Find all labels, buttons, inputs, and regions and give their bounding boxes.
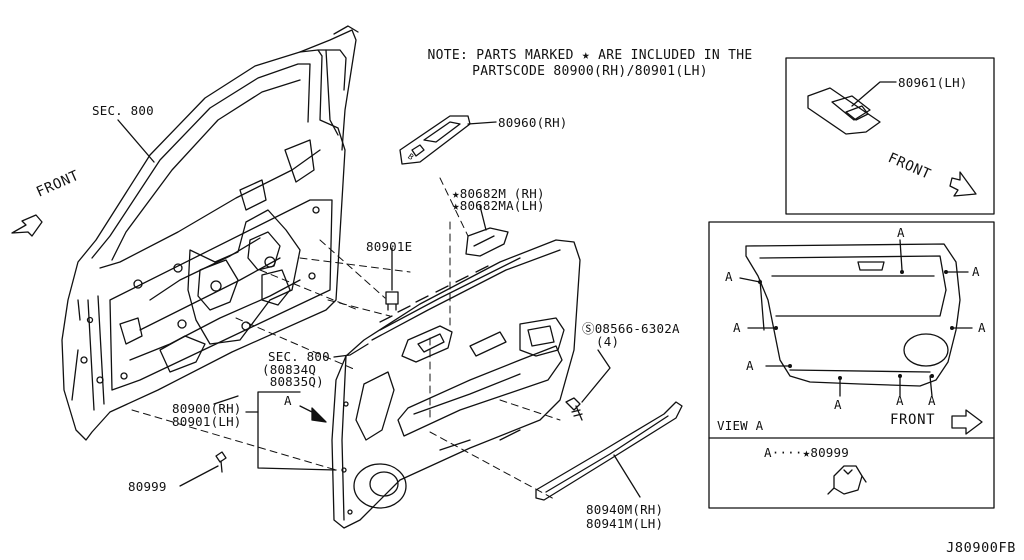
- clip-80999: [215, 451, 227, 473]
- label-80901e: 80901E: [366, 239, 413, 254]
- label-80682m: ★80682M (RH): [452, 186, 545, 201]
- window-switch-80960: B: [399, 115, 471, 165]
- clip-80901e: [385, 291, 399, 311]
- screw-08566: [565, 397, 583, 421]
- clip-marker-bottom-1: A: [834, 397, 842, 412]
- clip-marker-left-1: A: [725, 269, 733, 284]
- clip-marker-left-2: A: [733, 320, 741, 335]
- label-80999: 80999: [128, 479, 167, 494]
- front-arrow-icon-view-a: [951, 409, 983, 435]
- label-80835q: 80835Q): [262, 374, 324, 389]
- svg-text:B: B: [406, 152, 415, 162]
- label-80960: 80960(RH): [498, 115, 568, 130]
- clip-80999-legend: [827, 465, 867, 495]
- clip-marker-bottom-2: A: [896, 393, 904, 408]
- view-a-frame: [708, 221, 995, 509]
- moulding-80940m: [535, 401, 683, 501]
- front-label-view-a: FRONT: [890, 412, 936, 428]
- label-80941m: 80941M(LH): [586, 516, 664, 531]
- view-a-legend: A····★80999: [764, 445, 849, 460]
- assembly-guide-lines: [131, 177, 561, 501]
- door-trim-panel: [331, 239, 581, 529]
- door-frame-drawing: [61, 25, 359, 441]
- clip-marker-right-1: A: [972, 264, 980, 279]
- window-switch-80961: [807, 87, 881, 135]
- note-line-2: PARTSCODE 80900(RH)/80901(LH): [472, 64, 708, 79]
- note-text: NOTE: PARTS MARKED ★ ARE INCLUDED IN THE…: [410, 48, 770, 80]
- label-sec800-top: SEC. 800: [92, 103, 154, 118]
- label-80901: 80901(LH): [172, 414, 242, 429]
- clip-marker-right-2: A: [978, 320, 986, 335]
- label-sec800-mid: SEC. 800: [268, 349, 330, 364]
- note-line-1: NOTE: PARTS MARKED ★ ARE INCLUDED IN THE: [427, 48, 753, 63]
- label-80940m: 80940M(RH): [586, 502, 664, 517]
- label-80961: 80961(LH): [898, 75, 968, 90]
- front-arrow-icon: [11, 214, 43, 237]
- view-a-title: VIEW A: [717, 418, 764, 433]
- grip-80682m: [465, 227, 509, 257]
- label-80900: 80900(RH): [172, 401, 242, 416]
- label-80682ma: ★80682MA(LH): [452, 198, 545, 213]
- view-a-arrow-icon: [299, 405, 327, 423]
- inset-80961-frame: [785, 57, 995, 215]
- label-screw-qty: (4): [596, 334, 620, 349]
- trim-panel-back-view: [745, 243, 961, 387]
- label-80834q: (80834Q: [262, 362, 317, 377]
- diagram-code: J80900FB: [946, 540, 1016, 556]
- label-screw-code: Ⓢ08566-6302A: [582, 321, 680, 336]
- clip-marker-bottom-3: A: [928, 393, 936, 408]
- front-arrow-icon-inset: [949, 171, 977, 197]
- label-view-a-marker: A: [284, 393, 292, 408]
- clip-marker-left-3: A: [746, 358, 754, 373]
- clip-marker-top: A: [897, 225, 905, 240]
